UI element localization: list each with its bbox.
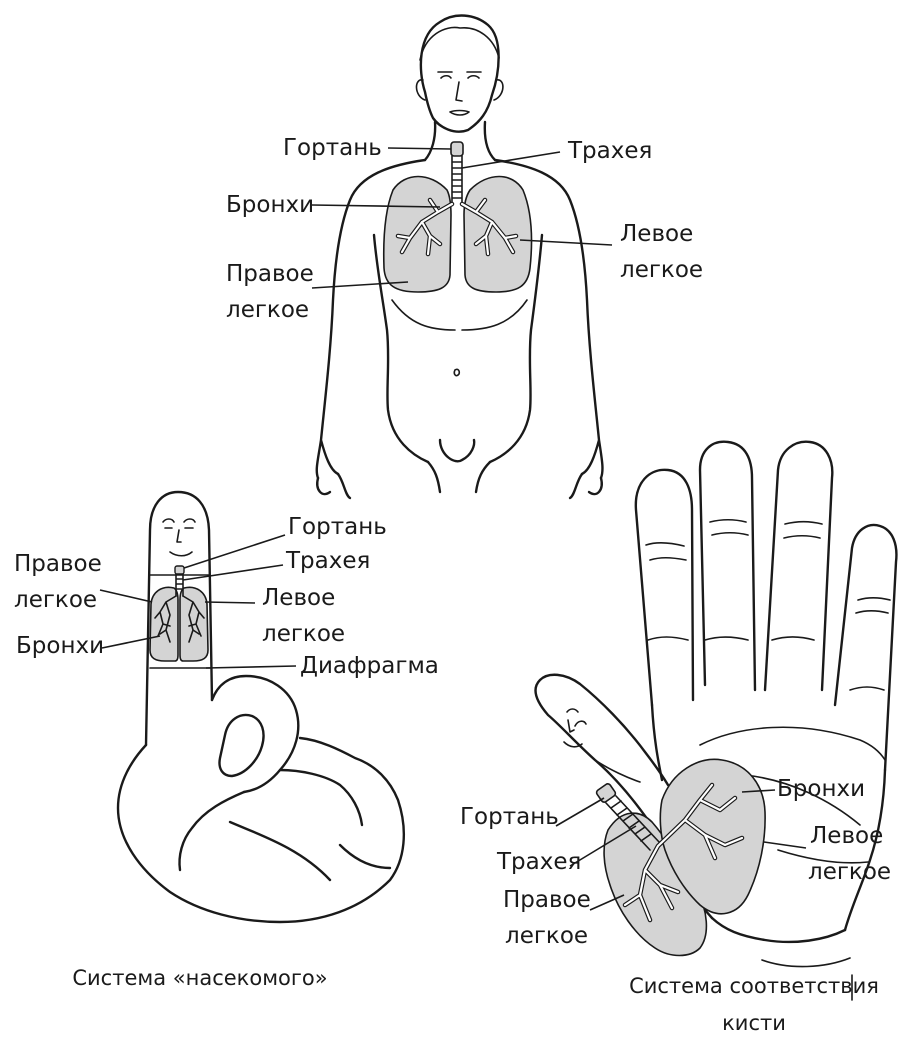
- hand-label-right-lung-line2: легкое: [505, 920, 588, 953]
- body-ribs: [392, 300, 527, 330]
- body-groin: [428, 440, 490, 492]
- body-hand-left: [317, 474, 350, 498]
- finger-face: [163, 519, 195, 556]
- fist-knuckle: [230, 822, 390, 880]
- fist-finger-fold-2: [180, 792, 245, 870]
- body-left-lung-leader: [520, 240, 612, 245]
- body-hand-right: [570, 474, 602, 498]
- hand-label-bronchi: Бронхи: [777, 773, 865, 806]
- finger-label-left-lung-line1: Левое: [262, 582, 335, 615]
- fist-finger-fold-1: [280, 770, 362, 825]
- hand-label-right-lung-line1: Правое: [503, 884, 591, 917]
- finger-trachea-leader: [183, 565, 283, 580]
- finger-diaphragm-leader: [206, 666, 296, 668]
- body-trachea-leader: [462, 152, 560, 168]
- human-body-figure: [312, 16, 612, 498]
- finger-label-diaphragm: Диафрагма: [300, 650, 439, 683]
- fist-outline: [118, 738, 404, 922]
- body-label-larynx: Гортань: [283, 132, 382, 165]
- finger-label-right-lung-line2: легкое: [14, 584, 97, 617]
- body-navel: [454, 369, 459, 375]
- hand-ring-finger: [700, 442, 755, 690]
- body-label-right-lung-line2: легкое: [226, 294, 309, 327]
- finger-label-left-lung-line2: легкое: [262, 618, 345, 651]
- finger-label-bronchi: Бронхи: [16, 630, 104, 663]
- hand-label-left-lung-line1: Левое: [810, 820, 883, 853]
- body-label-right-lung-line1: Правое: [226, 258, 314, 291]
- body-left-lung: [464, 177, 532, 293]
- hand-palm-base: [712, 918, 845, 942]
- hand-label-larynx: Гортань: [460, 801, 559, 834]
- hand-thumb-chin: [595, 760, 640, 782]
- hand-left-lung-leader: [764, 842, 806, 848]
- body-label-bronchi: Бронхи: [226, 189, 314, 222]
- hand-label-trachea: Трахея: [497, 846, 581, 879]
- caption-hand-system-line2: кисти: [610, 1003, 898, 1043]
- body-larynx-leader: [388, 148, 451, 149]
- finger-larynx-leader: [184, 535, 285, 568]
- body-label-trachea: Трахея: [568, 135, 652, 168]
- body-face: [438, 72, 481, 115]
- hand-larynx-leader: [556, 798, 604, 826]
- body-trachea: [452, 156, 462, 204]
- finger-label-right-lung-line1: Правое: [14, 548, 102, 581]
- body-larynx: [451, 142, 463, 156]
- finger-label-larynx: Гортань: [288, 511, 387, 544]
- caption-hand-system-line1: Система соответствия: [610, 966, 898, 1006]
- hand-middle-finger: [765, 442, 832, 690]
- hand-index-finger: [835, 525, 896, 770]
- body-label-left-lung-line1: Левое: [620, 218, 693, 251]
- finger-right-lung-leader: [100, 590, 152, 602]
- finger-label-trachea: Трахея: [286, 545, 370, 578]
- finger-left-lung-leader: [205, 602, 255, 603]
- body-right-lung: [384, 177, 451, 293]
- hand-little-finger: [636, 470, 693, 705]
- fist-thumbnail: [220, 715, 264, 776]
- body-hair: [420, 27, 499, 60]
- finger-larynx: [175, 566, 184, 574]
- caption-insect-system: Система «насекомого»: [40, 958, 360, 998]
- hand-label-left-lung-line2: легкое: [808, 856, 891, 889]
- body-label-left-lung-line2: легкое: [620, 254, 703, 287]
